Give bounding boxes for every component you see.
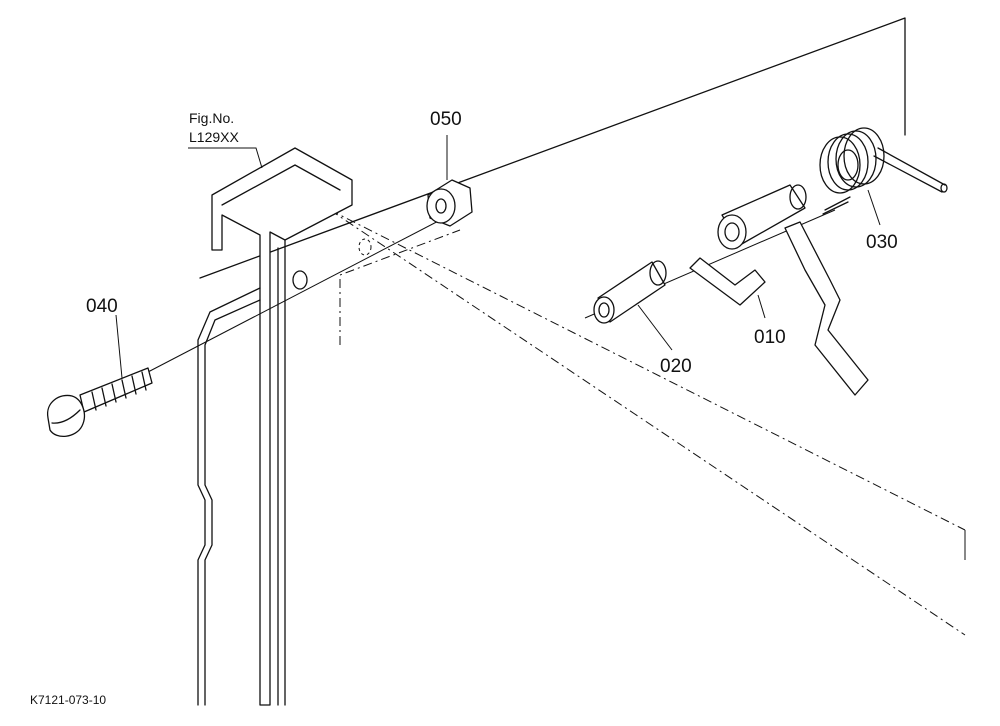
part-label-010: 010 xyxy=(754,327,786,348)
drawing-number: K7121-073-10 xyxy=(30,693,106,707)
figure-ref-line1: Fig.No. xyxy=(189,110,234,126)
part-label-020: 020 xyxy=(660,356,692,377)
panel-outline xyxy=(199,17,966,636)
screw-040 xyxy=(47,367,153,437)
part-label-050: 050 xyxy=(430,109,462,130)
figure-ref-line2: L129XX xyxy=(189,129,239,145)
lever-pin-010 xyxy=(689,184,869,396)
spring-030 xyxy=(819,127,948,215)
collar-020 xyxy=(593,260,667,324)
nut-050 xyxy=(426,179,473,227)
part-label-030: 030 xyxy=(866,232,898,253)
assembly-axis xyxy=(147,214,451,373)
part-label-040: 040 xyxy=(86,296,118,317)
leader-lines xyxy=(115,135,881,379)
bracket xyxy=(197,147,372,706)
